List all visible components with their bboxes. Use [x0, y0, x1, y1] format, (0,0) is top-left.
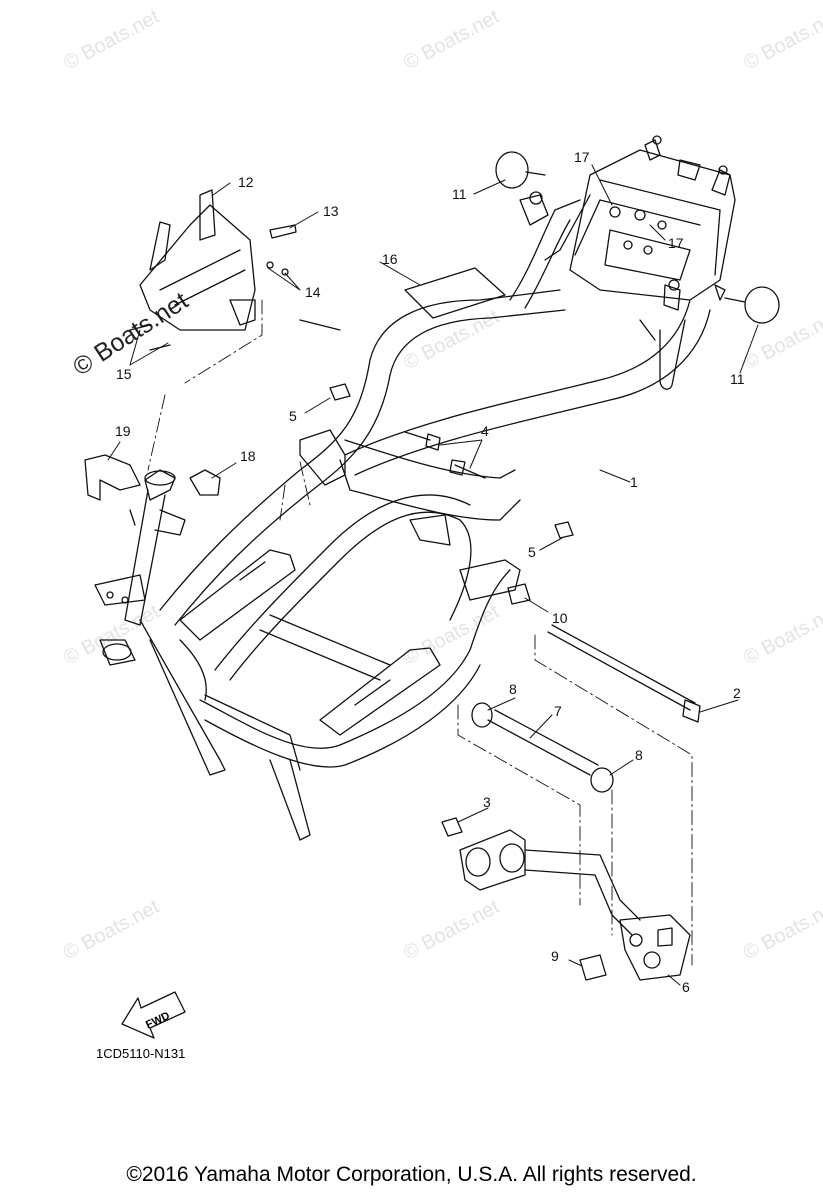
- callout-9: 9: [551, 948, 559, 964]
- label-plate-16: [404, 267, 506, 319]
- collar-8-left: [471, 702, 493, 728]
- block-10: [507, 583, 531, 605]
- callout-11-left: 11: [452, 186, 467, 202]
- head-pipe: [94, 469, 226, 776]
- nut-5-lower: [554, 521, 574, 539]
- bolt-2: [547, 624, 701, 723]
- callout-2: 2: [733, 685, 741, 701]
- callout-17-lower: 17: [668, 235, 684, 251]
- bolt-4-a: [404, 431, 441, 451]
- bolt-4-b: [449, 459, 486, 479]
- bumper-11-right: [724, 286, 780, 324]
- engine-mount-6: [459, 829, 691, 981]
- main-frame: [159, 135, 736, 841]
- callout-10: 10: [552, 610, 568, 626]
- collar-8-right: [590, 767, 614, 793]
- clip-18: [189, 469, 221, 496]
- callout-11-right: 11: [730, 371, 745, 387]
- callout-12: 12: [238, 174, 254, 190]
- fwd-label: FWD: [144, 1010, 172, 1031]
- callout-18: 18: [240, 448, 256, 464]
- callout-14: 14: [305, 284, 321, 300]
- diagram-code: 1CD5110-N131: [96, 1046, 186, 1061]
- assembly-lines: [147, 299, 693, 966]
- leader-lines: [107, 164, 759, 986]
- callout-6: 6: [682, 979, 690, 995]
- callout-5-lower: 5: [528, 544, 536, 560]
- block-9: [579, 954, 607, 981]
- pipe-7: [487, 709, 599, 776]
- callout-8-right: 8: [635, 747, 643, 763]
- bumper-11-left: [495, 151, 546, 189]
- callout-7: 7: [554, 703, 562, 719]
- callout-16: 16: [382, 251, 398, 267]
- callout-19: 19: [115, 423, 131, 439]
- callout-13: 13: [323, 203, 339, 219]
- callout-8-left: 8: [509, 681, 517, 697]
- bracket-19: [84, 454, 141, 501]
- fwd-arrow: [121, 991, 186, 1039]
- callout-3: 3: [483, 794, 491, 810]
- callout-1: 1: [630, 474, 638, 490]
- nut-3: [441, 817, 463, 837]
- callout-5-upper: 5: [289, 408, 297, 424]
- callout-4: 4: [481, 423, 489, 439]
- copyright-notice: ©2016 Yamaha Motor Corporation, U.S.A. A…: [126, 1163, 697, 1186]
- nut-5-upper: [329, 383, 351, 401]
- callout-17-upper: 17: [574, 149, 590, 165]
- bracket-assembly-12: [129, 189, 297, 351]
- callout-15: 15: [116, 366, 132, 382]
